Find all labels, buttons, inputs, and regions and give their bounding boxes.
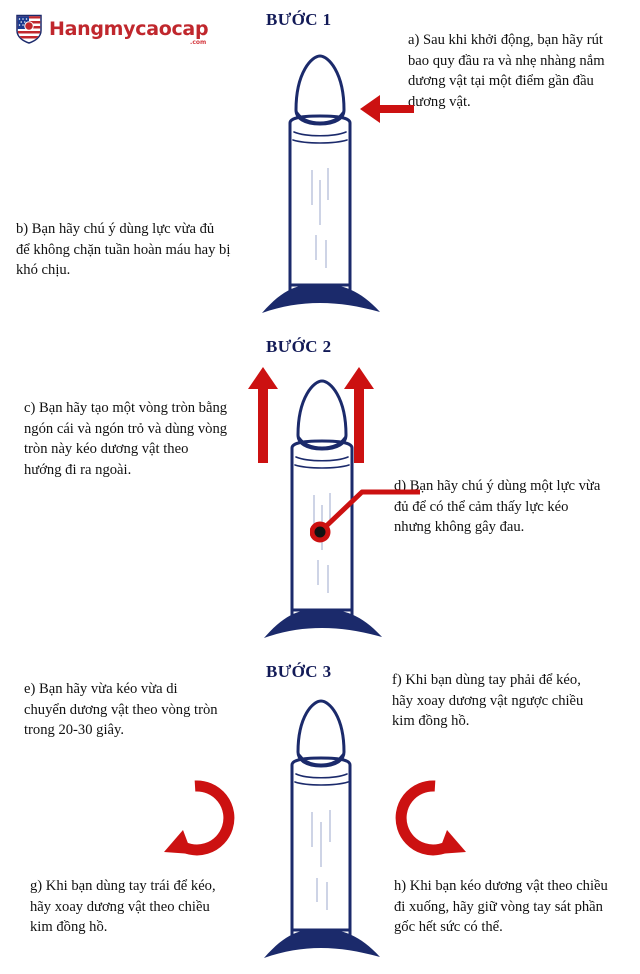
caption-e: e) Bạn hãy vừa kéo vừa di chuyển dương v… [24, 681, 218, 739]
up-arrows-group [248, 367, 374, 463]
logo-wordmark: Hangmycaocap .com [49, 17, 209, 45]
caption-f: f) Khi bạn dùng tay phải để kéo, hãy xoa… [392, 672, 584, 730]
logo-brand-text: Hangmycaocap [49, 17, 209, 40]
caption-c: c) Bạn hãy tạo một vòng tròn bằng ngón c… [24, 400, 228, 479]
caption-b: b) Bạn hãy chú ý dùng lực vừa đủ để khôn… [16, 221, 231, 279]
up-arrow-left-icon [248, 367, 278, 463]
step-1-title: BƯỚC 1 [266, 10, 332, 29]
caption-a: a) Sau khi khởi động, bạn hãy rút bao qu… [408, 32, 605, 111]
up-arrow-right-icon [344, 367, 374, 463]
caption-d: d) Bạn hãy chú ý dùng một lực vừa đủ để … [394, 478, 601, 536]
step-3-illustration [264, 699, 380, 958]
logo-tld-text: .com [190, 38, 207, 46]
step-3-title: BƯỚC 3 [266, 662, 332, 681]
step-2-title: BƯỚC 2 [266, 337, 332, 356]
caption-h: h) Khi bạn kéo dương vật theo chiều đi x… [394, 878, 608, 936]
site-logo[interactable]: Hangmycaocap .com [16, 14, 209, 45]
shield-flag-icon [16, 14, 42, 44]
left-pointing-arrow-icon [360, 95, 414, 123]
caption-g: g) Khi bạn dùng tay trái để kéo, hãy xoa… [30, 878, 216, 936]
rotate-clockwise-arrow-icon [395, 780, 466, 856]
step-1-illustration [262, 54, 380, 313]
rotate-counterclockwise-arrow-icon [164, 780, 235, 856]
step-2-illustration [264, 379, 382, 638]
callout-point-dot [310, 521, 331, 543]
callout-leader-line [310, 489, 420, 543]
